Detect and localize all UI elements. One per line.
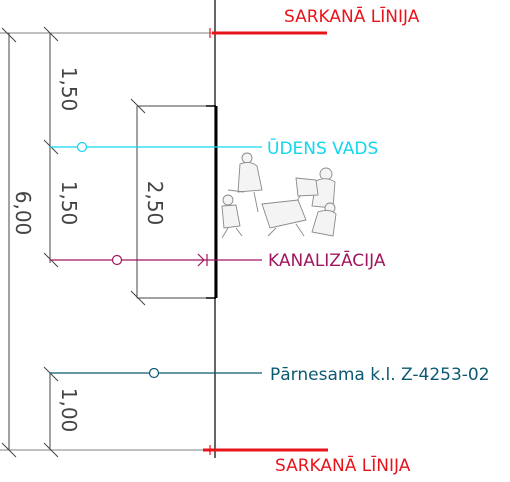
dimension-middle-segment: 1,50 <box>57 181 81 226</box>
dimension-lines <box>1 26 215 458</box>
red-line-bottom-label: SARKANĀ LĪNIJA <box>275 454 411 476</box>
dimension-overall: 6,00 <box>11 191 35 236</box>
water-pipe-marker <box>76 141 88 153</box>
red-line-top <box>0 28 327 38</box>
red-line-bottom <box>0 445 328 455</box>
dimension-bottom-segment: 1,00 <box>57 388 81 433</box>
water-pipe-label: ŪDENS VADS <box>267 137 378 159</box>
sewer-pipe <box>50 253 262 267</box>
red-line-top-label: SARKANĀ LĪNIJA <box>284 5 420 27</box>
relocated-cable-label: Pārnesama k.l. Z-4253-02 <box>270 365 490 385</box>
dimension-top-segment: 1,50 <box>57 67 81 112</box>
dimension-sewer-depth: 2,50 <box>143 181 167 226</box>
sewer-pipe-marker <box>111 254 123 266</box>
relocated-cable-marker <box>148 367 160 379</box>
water-pipe <box>50 141 262 153</box>
relocated-cable <box>50 367 262 379</box>
pedestrians-figure-icon <box>221 152 337 239</box>
sewer-pipe-label: KANALIZĀCIJA <box>268 249 386 271</box>
